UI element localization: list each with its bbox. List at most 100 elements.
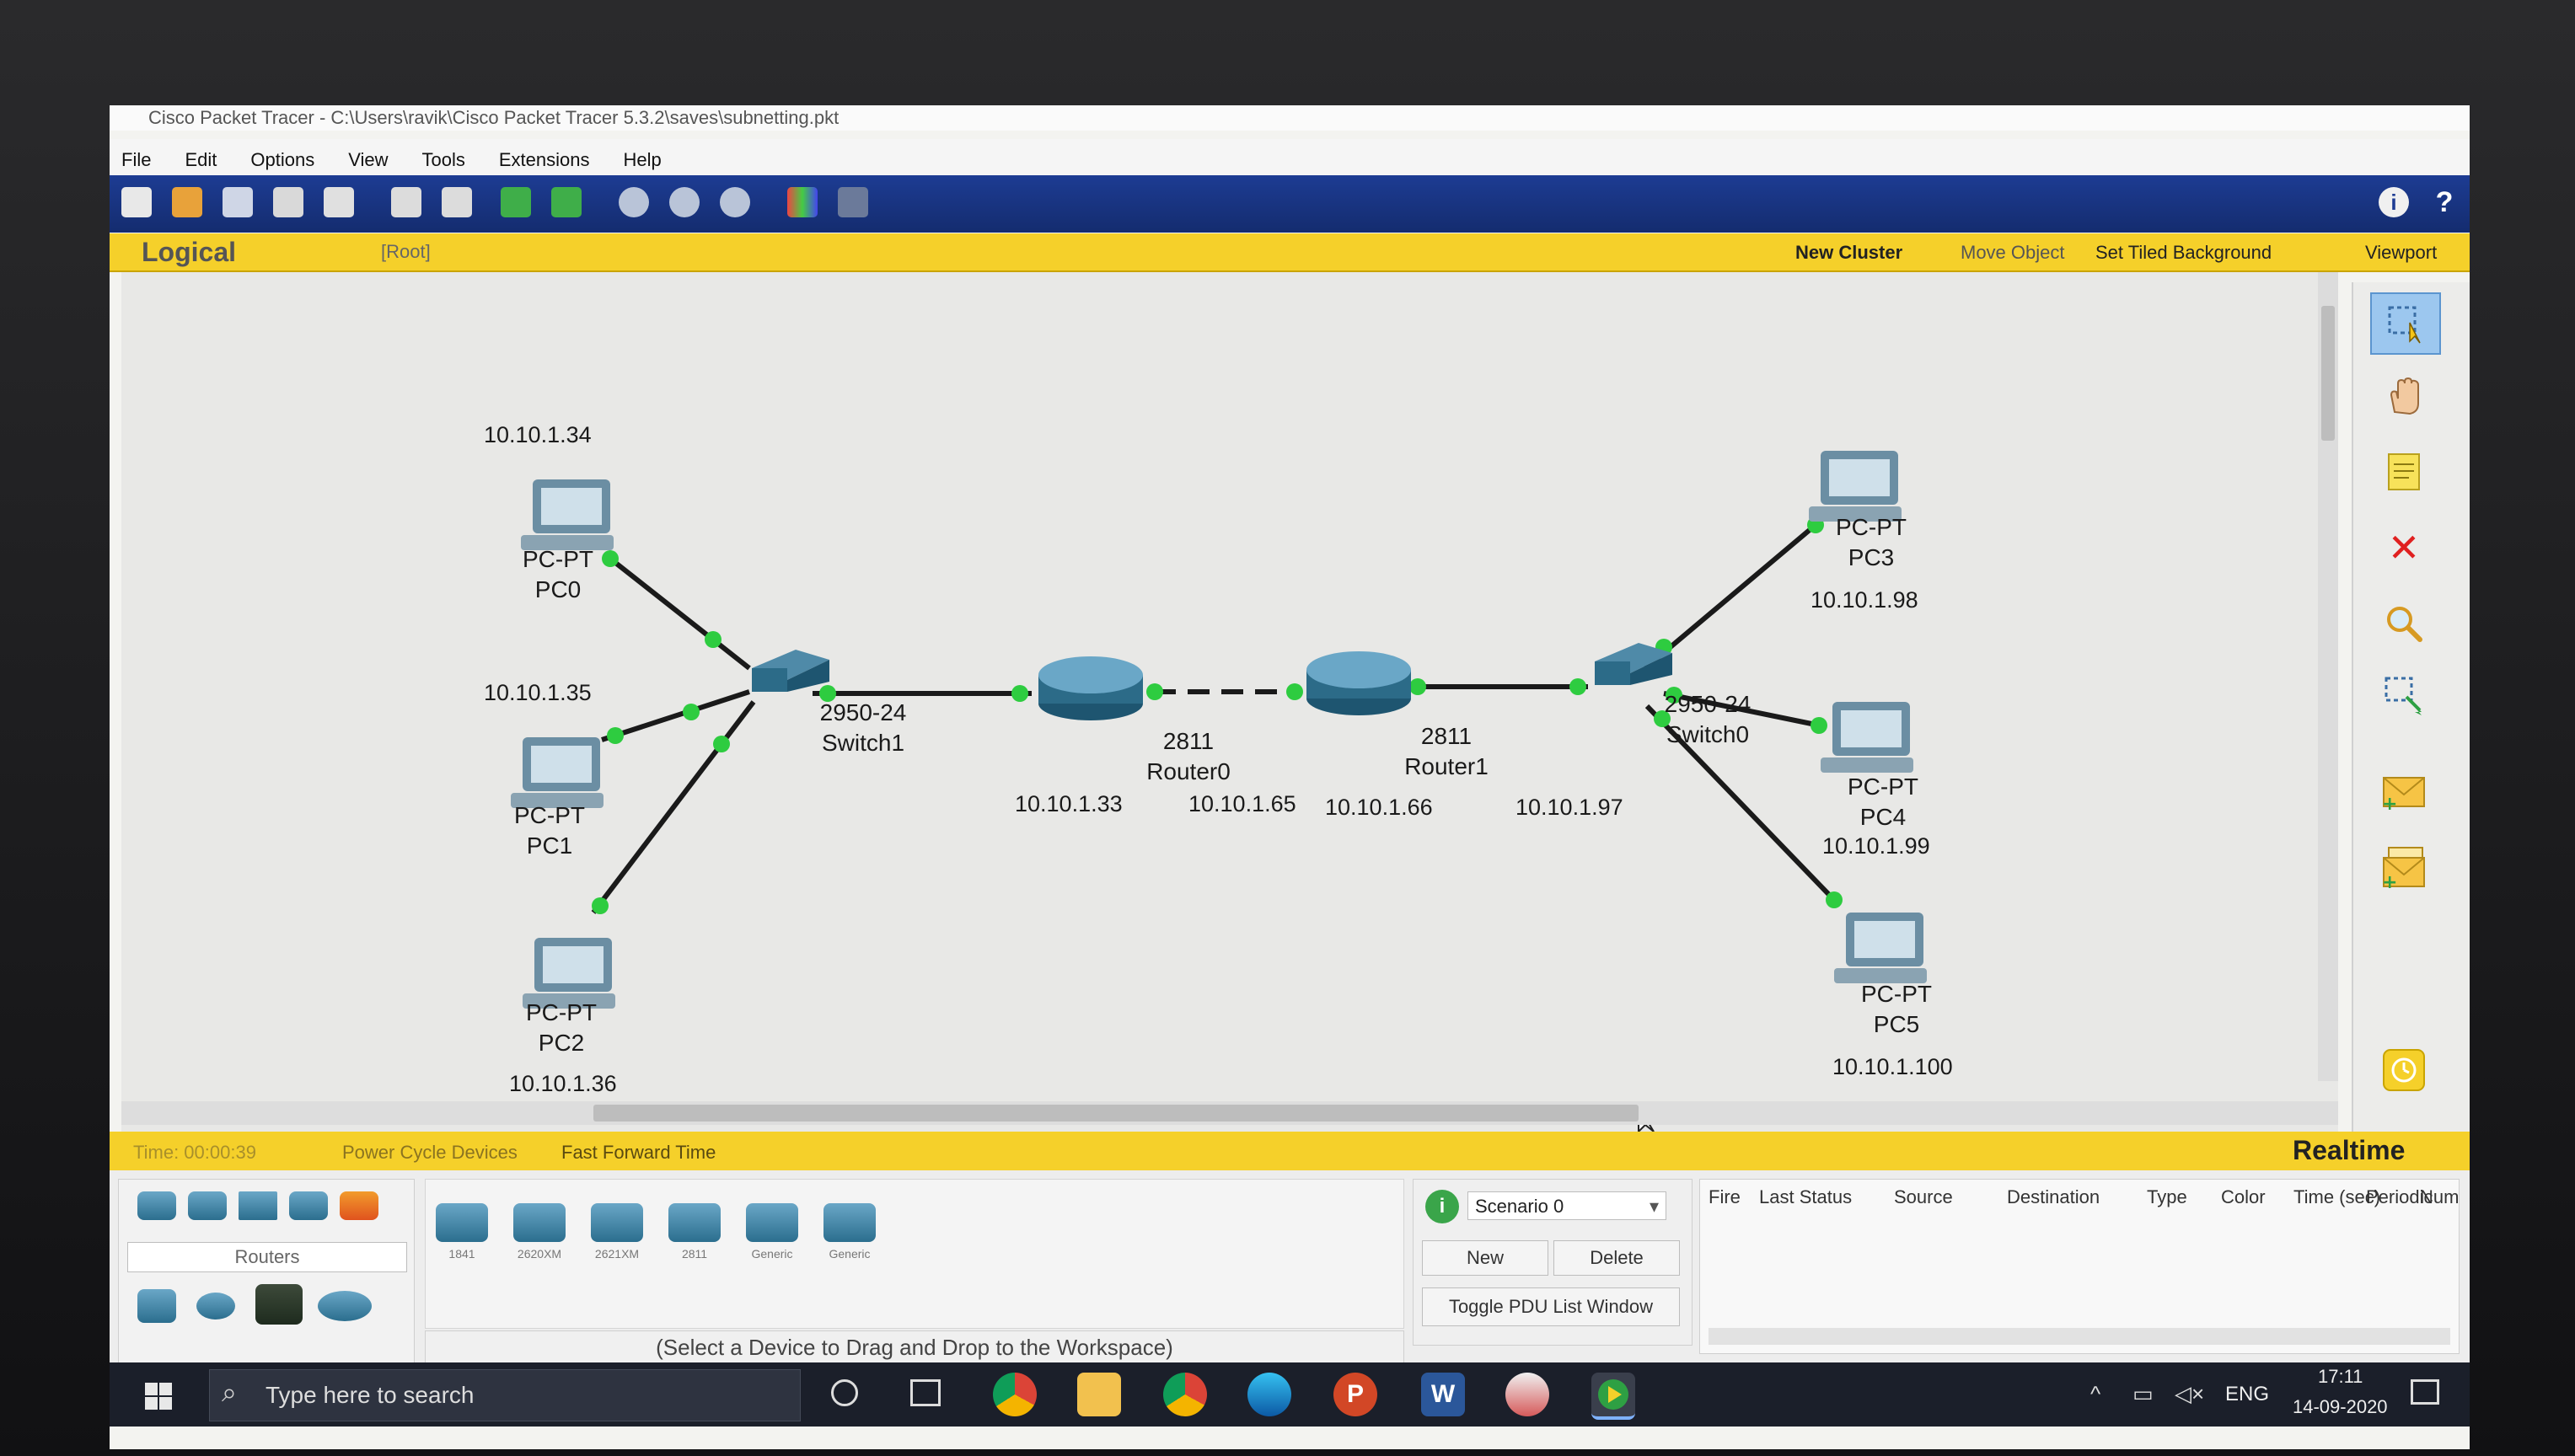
place-note-icon[interactable] <box>2370 442 2438 501</box>
custom-devices-category-icon[interactable] <box>255 1284 303 1325</box>
file-explorer-icon[interactable] <box>1077 1373 1121 1416</box>
tray-chevron-up-icon[interactable]: ^ <box>2090 1381 2101 1406</box>
edge-icon[interactable] <box>1247 1373 1291 1416</box>
menu-help[interactable]: Help <box>623 149 662 170</box>
select-tool-icon[interactable] <box>2370 292 2441 355</box>
horizontal-scroll-thumb[interactable] <box>593 1105 1639 1121</box>
open-folder-icon[interactable] <box>172 187 202 217</box>
realtime-mode-label[interactable]: Realtime <box>2293 1135 2406 1165</box>
paste-icon[interactable] <box>442 187 472 217</box>
switch0-icon[interactable] <box>1595 643 1672 685</box>
chrome-profile-icon[interactable] <box>1163 1373 1207 1416</box>
resize-shape-icon[interactable] <box>2370 666 2438 725</box>
realtime-clock-icon[interactable] <box>2370 1041 2438 1100</box>
zoom-out-icon[interactable] <box>720 187 750 217</box>
switches-category-icon[interactable] <box>188 1191 227 1220</box>
custom-device-icon[interactable] <box>838 187 868 217</box>
redo-icon[interactable] <box>551 187 582 217</box>
network-tray-icon[interactable]: ▭ <box>2132 1381 2154 1406</box>
workspace-horizontal-scrollbar[interactable] <box>121 1101 2338 1125</box>
pc2-type: PC-PT <box>526 999 597 1025</box>
zoom-in-icon[interactable] <box>619 187 649 217</box>
router-1841-icon[interactable] <box>436 1203 488 1242</box>
info-icon[interactable]: i <box>2379 187 2409 217</box>
router0-icon[interactable] <box>1038 656 1143 720</box>
router-generic-2-caption: Generic <box>829 1247 871 1261</box>
router-2811-icon[interactable] <box>668 1203 721 1242</box>
hubs-category-icon[interactable] <box>239 1191 277 1220</box>
new-cluster-button[interactable]: New Cluster <box>1795 242 1903 263</box>
clock-time[interactable]: 17:11 <box>2318 1366 2363 1387</box>
link-lights <box>592 517 1843 914</box>
menu-options[interactable]: Options <box>250 149 315 170</box>
cortana-icon[interactable] <box>831 1379 858 1406</box>
fast-forward-time-button[interactable]: Fast Forward Time <box>561 1142 716 1163</box>
workspace-vertical-scrollbar[interactable] <box>2318 272 2338 1081</box>
router-2621xm-icon[interactable] <box>591 1203 643 1242</box>
notification-center-icon[interactable] <box>2411 1379 2439 1405</box>
set-tiled-background-button[interactable]: Set Tiled Background <box>2095 242 2272 263</box>
snipping-tool-icon[interactable] <box>1505 1373 1549 1416</box>
switch1-icon[interactable] <box>752 650 829 692</box>
routers-category-icon[interactable] <box>137 1191 176 1220</box>
menu-edit[interactable]: Edit <box>185 149 217 170</box>
root-path[interactable]: [Root] <box>381 241 431 262</box>
language-indicator[interactable]: ENG <box>2225 1383 2270 1405</box>
router-generic-2-icon[interactable] <box>823 1203 876 1242</box>
pc3-icon[interactable] <box>1809 451 1902 522</box>
delete-scenario-button[interactable]: Delete <box>1553 1240 1680 1276</box>
palette-icon[interactable] <box>787 187 818 217</box>
router1-icon[interactable] <box>1306 651 1411 715</box>
add-complex-pdu-icon[interactable]: + <box>2370 838 2438 897</box>
connections-category-icon[interactable] <box>340 1191 378 1220</box>
clock-date[interactable]: 14-09-2020 <box>2293 1396 2388 1417</box>
scenario-info-icon[interactable]: i <box>1425 1190 1459 1223</box>
power-cycle-devices-button[interactable]: Power Cycle Devices <box>342 1142 518 1163</box>
delete-icon[interactable]: ✕ <box>2387 526 2421 570</box>
router-generic-icon[interactable] <box>746 1203 798 1242</box>
pc0-icon[interactable] <box>521 479 614 550</box>
help-icon[interactable]: ? <box>2435 186 2454 218</box>
router-2811-caption: 2811 <box>681 1247 708 1261</box>
packet-tracer-taskbar-icon[interactable] <box>1591 1373 1635 1420</box>
save-icon[interactable] <box>223 187 253 217</box>
windows-start-icon[interactable] <box>145 1383 172 1410</box>
wan-emulation-category-icon[interactable] <box>196 1293 235 1320</box>
volume-muted-icon[interactable]: ◁× <box>2175 1381 2205 1406</box>
pc2-icon[interactable] <box>523 938 615 1009</box>
scenario-select[interactable]: Scenario 0 ▾ <box>1467 1191 1666 1220</box>
menu-extensions[interactable]: Extensions <box>498 149 590 170</box>
menu-tools[interactable]: Tools <box>421 149 465 170</box>
pc5-icon[interactable] <box>1834 913 1927 983</box>
word-icon[interactable]: W <box>1421 1373 1465 1416</box>
menu-file[interactable]: File <box>121 149 152 170</box>
pdu-list-scrollbar[interactable] <box>1709 1328 2450 1345</box>
menu-view[interactable]: View <box>348 149 389 170</box>
move-layout-hand-icon[interactable] <box>2370 367 2438 426</box>
viewport-button[interactable]: Viewport <box>2365 242 2438 263</box>
undo-icon[interactable] <box>501 187 531 217</box>
activity-wizard-icon[interactable] <box>324 187 354 217</box>
task-view-icon[interactable] <box>910 1379 941 1406</box>
inspect-magnifier-icon[interactable] <box>2370 594 2438 653</box>
logical-mode-label[interactable]: Logical <box>142 237 237 267</box>
new-file-icon[interactable] <box>121 187 152 217</box>
move-object-button[interactable]: Move Object <box>1961 242 2065 263</box>
end-devices-category-icon[interactable] <box>137 1289 176 1323</box>
powerpoint-icon[interactable]: P <box>1333 1373 1377 1416</box>
add-simple-pdu-icon[interactable]: + <box>2370 763 2438 822</box>
router-2620xm-icon[interactable] <box>513 1203 566 1242</box>
workspace-canvas[interactable]: 10.10.1.34 PC-PT PC0 10.10.1.35 PC-PT PC… <box>121 272 2338 1132</box>
pc1-icon[interactable] <box>511 737 604 808</box>
pc4-icon[interactable] <box>1821 702 1913 773</box>
vertical-scroll-thumb[interactable] <box>2321 306 2335 441</box>
chrome-icon[interactable] <box>993 1373 1037 1416</box>
multiuser-category-icon[interactable] <box>318 1291 372 1321</box>
taskbar-search-box[interactable]: ⌕ Type here to search <box>209 1369 801 1421</box>
new-scenario-button[interactable]: New <box>1422 1240 1548 1276</box>
copy-icon[interactable] <box>391 187 421 217</box>
wireless-category-icon[interactable] <box>289 1191 328 1220</box>
print-icon[interactable] <box>273 187 303 217</box>
toggle-pdu-list-button[interactable]: Toggle PDU List Window <box>1422 1287 1680 1326</box>
zoom-reset-icon[interactable] <box>669 187 700 217</box>
